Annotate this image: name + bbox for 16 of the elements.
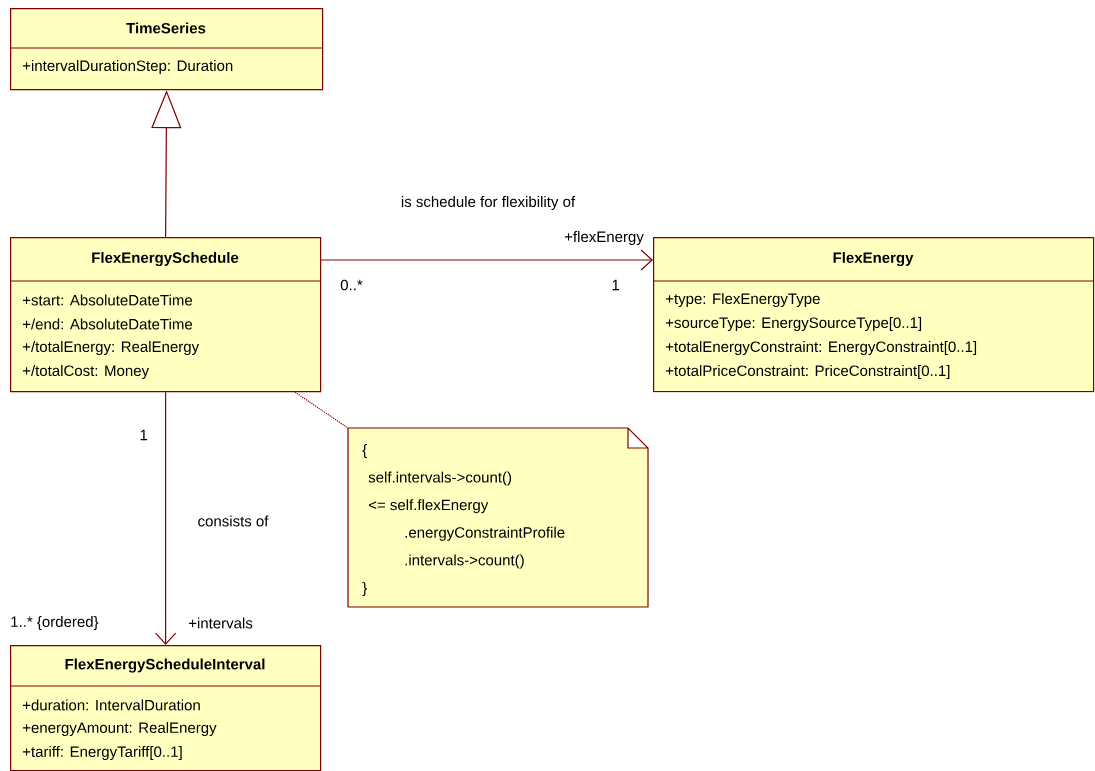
class-box: FlexEnergySchedule +start: AbsoluteDateTime +/end: AbsoluteDateTime +/totalEnergy: RealEnergy +/totalCost: Money: [9, 237, 322, 393]
class-box: TimeSeries +intervalDurationStep: Duration: [9, 8, 324, 91]
note-box: { self.intervals->count() <= self.flexEnergy .energyConstraintProfile .intervals->count() }: [347, 427, 649, 608]
multiplicity-label: 0..*: [340, 279, 363, 291]
role-label: +flexEnergy: [564, 231, 644, 245]
arrow: [155, 391, 177, 645]
edge-label: is schedule for flexibility of: [399, 195, 577, 211]
class-box: FlexEnergy +type: FlexEnergyType +sourceType: EnergySourceType[0..1] +totalEnergyConstraint: EnergyConstraint[0..1] +totalPriceConstraint: PriceConstraint[0..1]: [652, 237, 1095, 393]
multiplicity-label: 1: [612, 279, 620, 291]
edge-label: consists of: [196, 514, 270, 528]
leader-line: [294, 391, 349, 429]
class-box: FlexEnergyScheduleInterval +duration: IntervalDuration +energyAmount: RealEnergy +tariff: EnergyTariff[0..1]: [9, 645, 322, 771]
role-label: +intervals: [188, 617, 253, 629]
multiplicity-label: 1: [140, 429, 148, 441]
multiplicity-label: 1..* {ordered}: [11, 616, 99, 630]
arrow: [320, 249, 653, 271]
